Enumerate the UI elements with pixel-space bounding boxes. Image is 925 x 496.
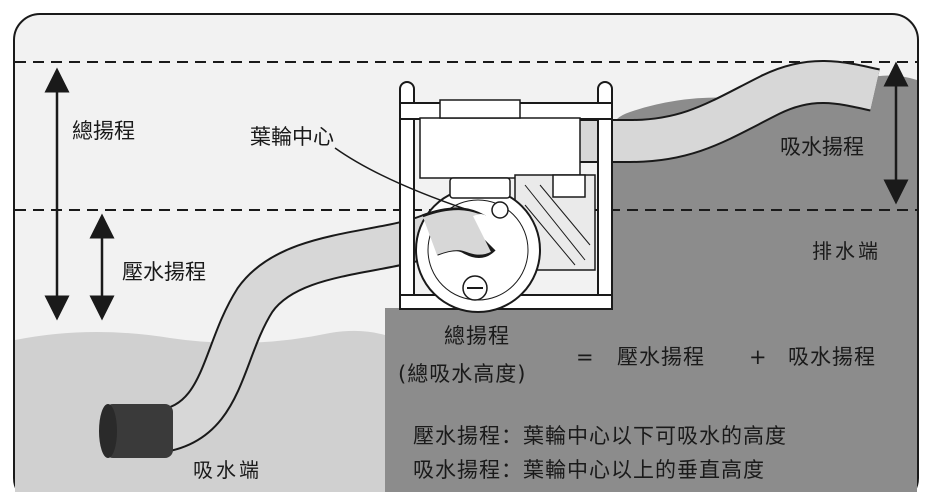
formula-lhs-line1: 總揚程 — [444, 324, 510, 348]
discharge-head-label: 壓水揚程 — [122, 260, 206, 284]
total-head-label: 總揚程 — [72, 119, 135, 143]
suction-end-label: 吸水端 — [193, 458, 262, 482]
strainer — [105, 404, 173, 458]
definition-suction-head: 吸水揚程：葉輪中心以上的垂直高度 — [413, 458, 765, 482]
suction-head-label: 吸水揚程 — [780, 135, 864, 159]
formula-term2: 吸水揚程 — [788, 345, 876, 369]
strainer-face — [99, 404, 117, 458]
formula-lhs-line2: (總吸水高度) — [398, 362, 527, 386]
definition-discharge-head: 壓水揚程：葉輪中心以下可吸水的高度 — [413, 424, 787, 448]
impeller-center-leader — [334, 147, 469, 211]
formula-equals: = — [576, 345, 595, 369]
formula-term1: 壓水揚程 — [617, 345, 705, 369]
formula-plus: + — [749, 345, 768, 369]
discharge-end-label: 排水端 — [812, 239, 881, 263]
discharge-water-body — [385, 75, 917, 492]
discharge-hose — [510, 62, 880, 161]
suction-hose-inlet — [423, 210, 491, 256]
impeller-center-label: 葉輪中心 — [250, 125, 334, 149]
